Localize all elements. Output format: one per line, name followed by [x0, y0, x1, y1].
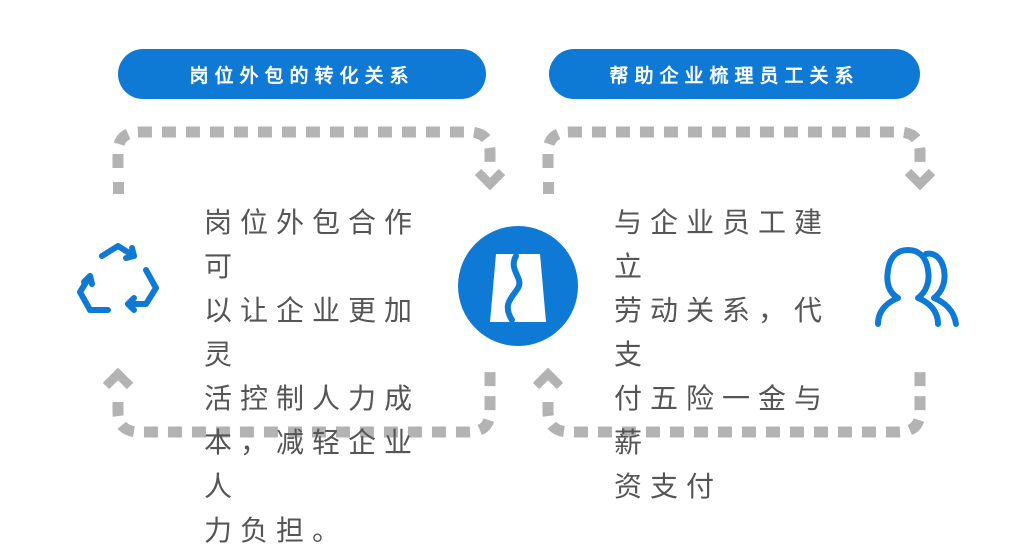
right-frame-bottom [542, 372, 926, 438]
right-frame-top [542, 126, 926, 168]
right-frame-down-arrow [904, 168, 936, 191]
left-description: 岗位外包合作可 以让企业更加灵 活控制人力成 本，减轻企业人 力负担。 [204, 206, 421, 547]
left-frame-bottom [112, 372, 496, 438]
right-title-pill: 帮助企业梳理员工关系 [549, 49, 920, 99]
right-description: 与企业员工建立 劳动关系，代支 付五险一金与薪 资支付 [614, 206, 831, 503]
right-frame-side-dash [543, 182, 554, 194]
left-frame-top [112, 126, 496, 168]
road-icon [458, 226, 578, 346]
left-frame-side-dash [113, 182, 124, 194]
recycle-icon [77, 243, 159, 313]
right-title: 帮助企业梳理员工关系 [609, 64, 860, 87]
left-frame-down-arrow [474, 168, 506, 191]
left-frame-up-arrow [102, 367, 134, 390]
right-frame-up-arrow [532, 367, 564, 390]
dashed-frames [102, 126, 936, 438]
users-icon [875, 247, 959, 327]
left-title-pill: 岗位外包的转化关系 [118, 49, 486, 99]
left-title: 岗位外包的转化关系 [189, 64, 415, 87]
